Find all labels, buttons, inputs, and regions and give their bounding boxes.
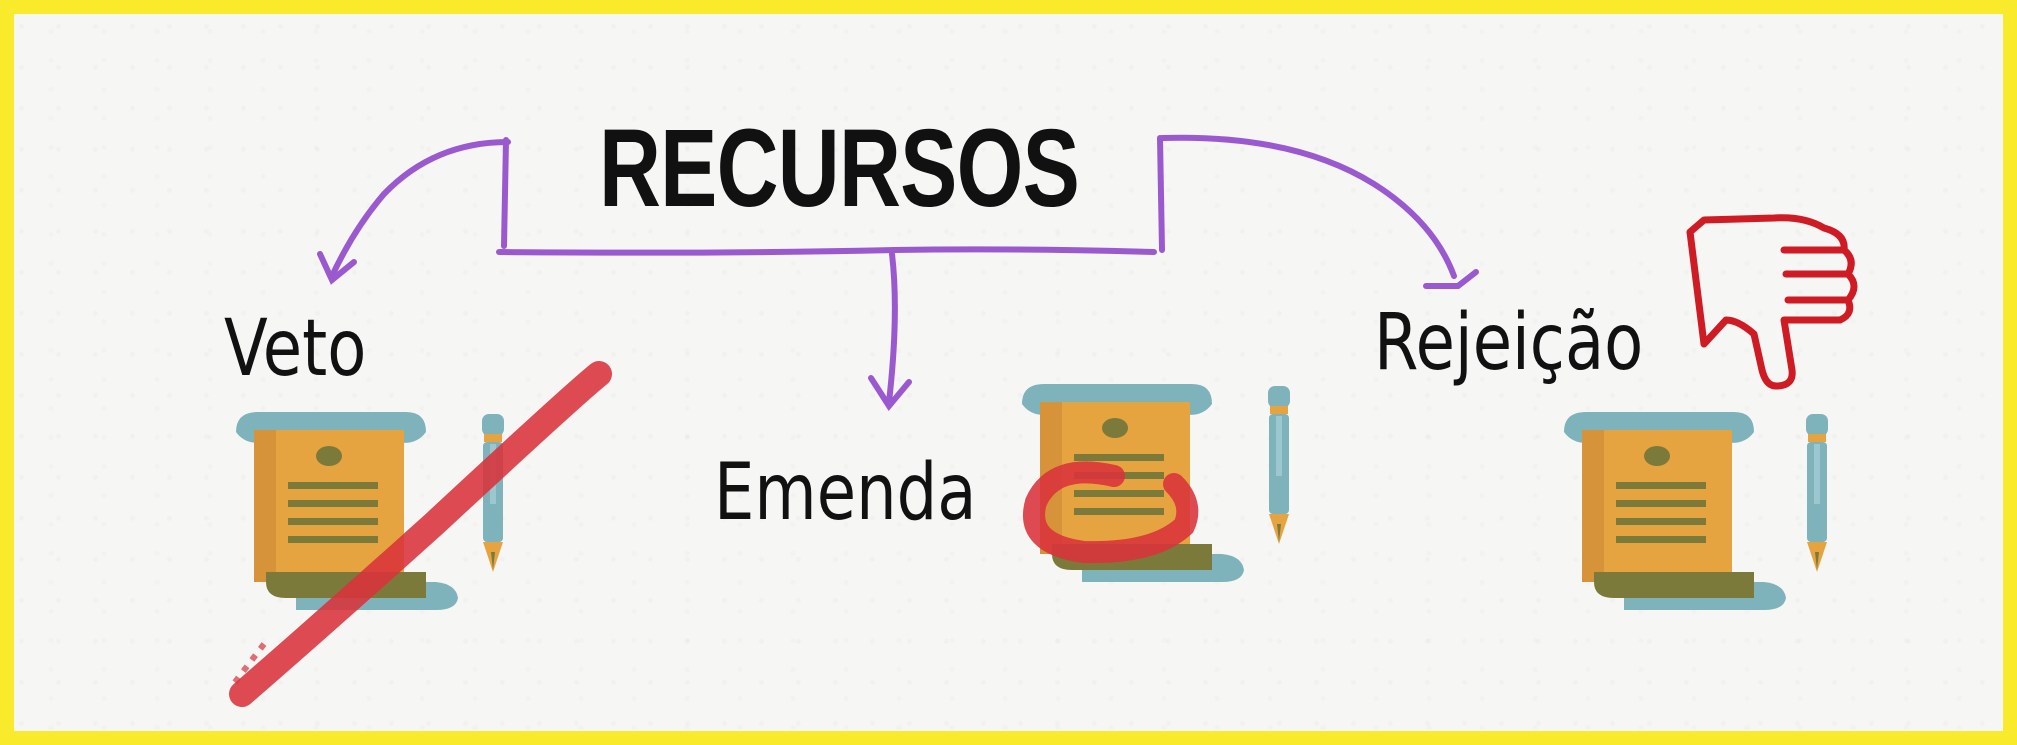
right-bracket	[1157, 135, 1165, 253]
title-underline-connector	[496, 246, 1157, 256]
connector-arrows	[317, 134, 1479, 412]
veto-slash-mark	[229, 361, 612, 707]
arrow-to-rejeicao	[1159, 134, 1457, 279]
veto-document-icon	[236, 412, 458, 610]
thumbs-down-icon	[1686, 214, 1858, 390]
diagram-title: RECURSOS	[599, 107, 1080, 230]
arrow-head-rejeicao	[1423, 269, 1479, 289]
branch-label-veto: Veto	[224, 304, 367, 394]
left-bracket	[501, 137, 509, 249]
diagram-canvas	[229, 134, 1858, 707]
arrow-head-emenda	[868, 375, 912, 412]
arrow-head-veto	[317, 251, 357, 285]
branch-label-emenda: Emenda	[714, 448, 977, 538]
emenda-pen-icon	[1268, 386, 1290, 544]
arrow-to-emenda	[886, 251, 898, 405]
rejeicao-pen-icon	[1806, 414, 1828, 572]
emenda-correction-mark	[1023, 461, 1199, 564]
rejeicao-document-icon	[1564, 412, 1786, 610]
branch-label-rejeicao: Rejeição	[1374, 298, 1644, 388]
arrow-to-veto	[329, 139, 511, 279]
